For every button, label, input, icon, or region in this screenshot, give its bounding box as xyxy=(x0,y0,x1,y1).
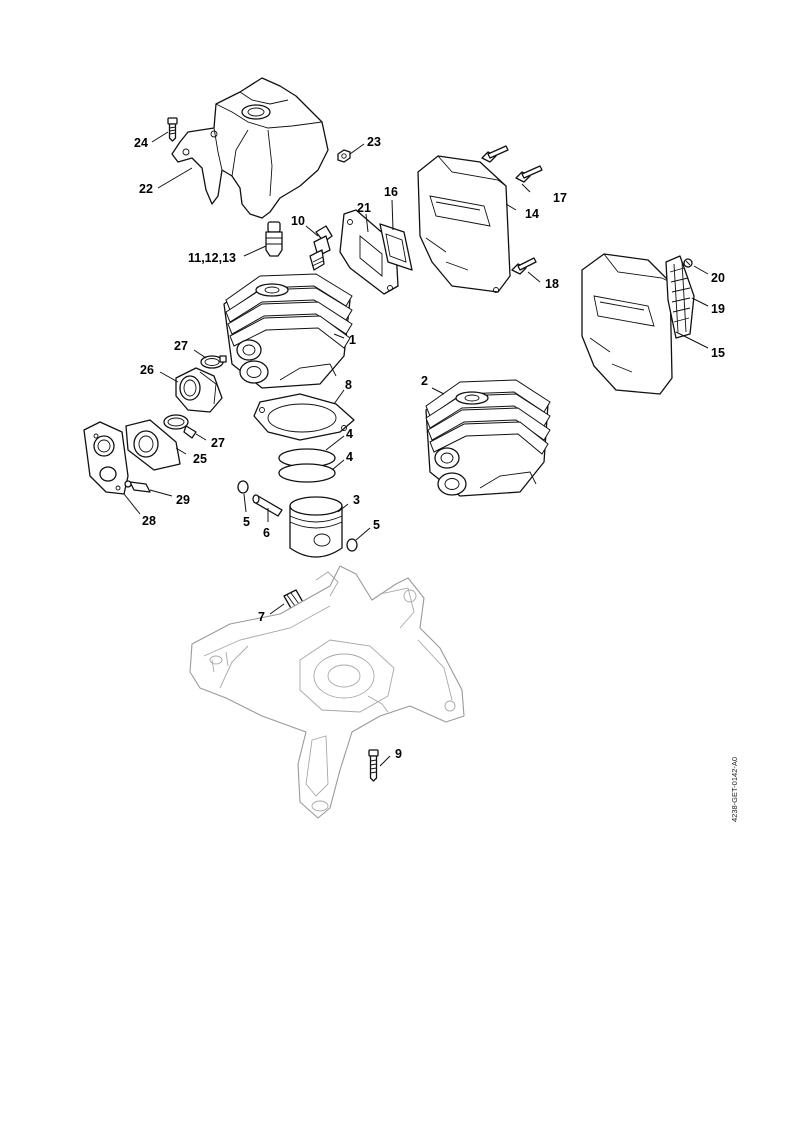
callout-18: 18 xyxy=(545,277,559,291)
piston-part-3 xyxy=(289,496,343,558)
callout-7: 7 xyxy=(258,610,265,624)
screw-part-20 xyxy=(683,258,693,268)
screen-part-19 xyxy=(665,255,695,339)
callout-17: 17 xyxy=(553,191,567,205)
piston-ring-part-4b xyxy=(278,463,336,483)
muffler-part-14 xyxy=(417,155,511,293)
clamp-part-27a xyxy=(200,355,227,369)
callout-27a: 27 xyxy=(174,339,188,353)
callout-24: 24 xyxy=(134,136,148,150)
intake-manifold-part-26 xyxy=(175,367,223,413)
callout-4b: 4 xyxy=(346,450,353,464)
mount-plate-part-28 xyxy=(83,421,129,495)
screw-part-9 xyxy=(368,749,379,782)
callout-29: 29 xyxy=(176,493,190,507)
callout-labels: 24 23 22 16 17 14 21 10 11,12,13 18 20 1… xyxy=(134,135,725,761)
clamp-part-27b xyxy=(163,414,197,439)
spark-plug-part-10 xyxy=(309,225,333,271)
callout-6: 6 xyxy=(263,526,270,540)
callout-8: 8 xyxy=(345,378,352,392)
muffler-part-15 xyxy=(581,253,673,395)
callout-11-12-13: 11,12,13 xyxy=(188,251,236,265)
callout-27b: 27 xyxy=(211,436,225,450)
bolt-part-16b xyxy=(481,145,509,163)
callout-9: 9 xyxy=(395,747,402,761)
callout-1: 1 xyxy=(349,333,356,347)
callout-10: 10 xyxy=(291,214,305,228)
callout-4a: 4 xyxy=(346,427,353,441)
callout-26: 26 xyxy=(140,363,154,377)
callout-14: 14 xyxy=(525,207,539,221)
bolt-part-18 xyxy=(511,257,537,275)
fitting-part-29 xyxy=(124,480,151,493)
callout-2: 2 xyxy=(421,374,428,388)
callout-15: 15 xyxy=(711,346,725,360)
nut-part-23 xyxy=(337,149,351,163)
baffle-plate-part-21 xyxy=(339,209,399,295)
crankcase-part xyxy=(189,565,465,819)
callout-16: 16 xyxy=(384,185,398,199)
leader-lines xyxy=(123,131,709,767)
piston-pin-part-6 xyxy=(252,494,283,517)
callout-28: 28 xyxy=(142,514,156,528)
callout-21: 21 xyxy=(357,201,371,215)
plug-boot-part-11-12-13 xyxy=(265,221,283,257)
drawing-reference-code: 4238-GET-0142-A0 xyxy=(730,757,739,822)
callout-5b: 5 xyxy=(373,518,380,532)
screw-part-24 xyxy=(167,117,178,142)
gasket-part-8 xyxy=(253,393,355,441)
flange-part-25 xyxy=(125,419,181,471)
callout-5a: 5 xyxy=(243,515,250,529)
bolt-part-17 xyxy=(515,165,543,183)
cylinder-part-1 xyxy=(223,273,353,389)
cylinder-part-2 xyxy=(425,379,551,497)
gasket-part-16 xyxy=(379,223,413,271)
callout-25: 25 xyxy=(193,452,207,466)
callout-22: 22 xyxy=(139,182,153,196)
callout-3: 3 xyxy=(353,493,360,507)
callout-20: 20 xyxy=(711,271,725,285)
circlip-part-5a xyxy=(237,480,249,494)
shroud-part xyxy=(171,77,329,219)
circlip-part-5b xyxy=(346,538,358,552)
callout-23: 23 xyxy=(367,135,381,149)
callout-19: 19 xyxy=(711,302,725,316)
